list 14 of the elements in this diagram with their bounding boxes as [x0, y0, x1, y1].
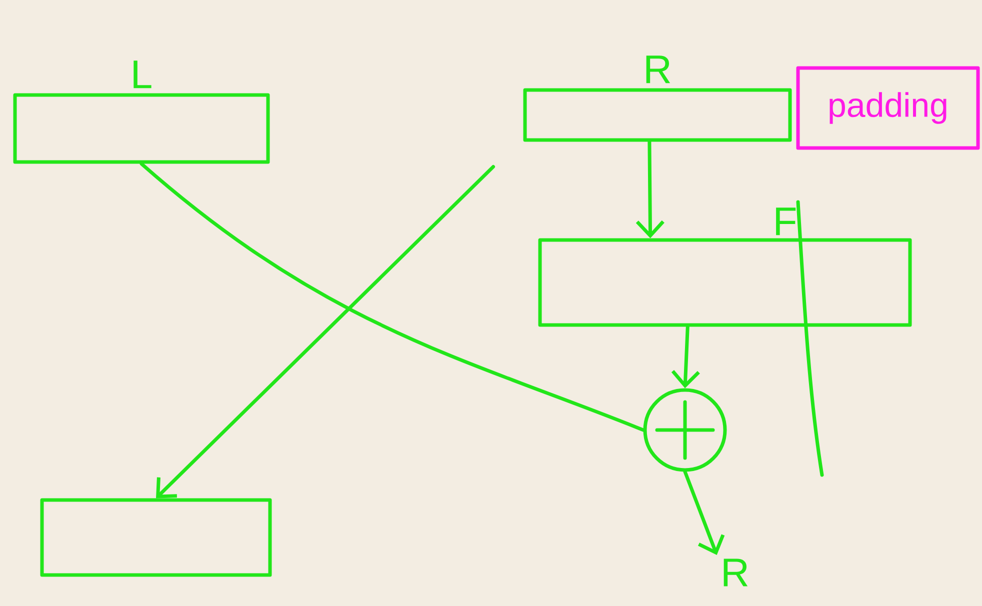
sum-circle — [643, 388, 727, 472]
node-label: L — [134, 60, 152, 88]
arrow — [636, 140, 664, 238]
arrow — [671, 325, 700, 388]
note-box: padding — [796, 66, 980, 150]
process-box: F — [538, 208, 912, 327]
node-label: R — [646, 56, 670, 84]
process-box — [40, 498, 272, 577]
arrow — [683, 470, 725, 555]
arrow — [156, 165, 495, 498]
process-box: L — [13, 60, 270, 164]
node-label: F — [776, 208, 796, 236]
process-box: R — [523, 56, 792, 142]
output-label: R — [724, 558, 748, 586]
